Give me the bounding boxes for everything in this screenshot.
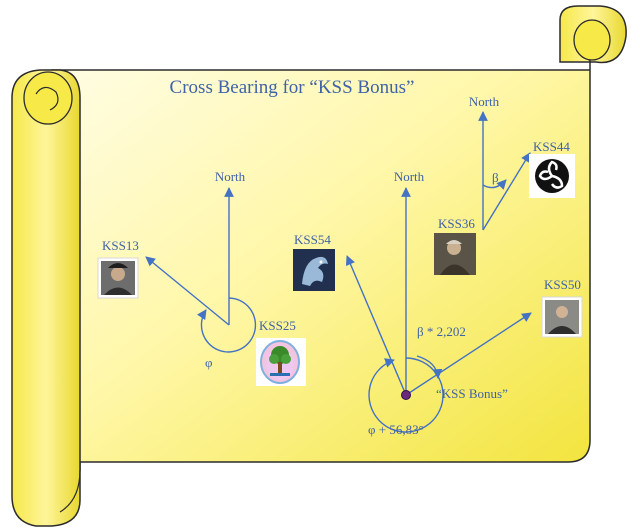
kss36-avatar <box>434 233 476 275</box>
angle-arc-beta-scaled <box>416 355 443 379</box>
phi-expression-label: φ + 56,83° <box>368 422 424 437</box>
kss25-tree-icon <box>256 338 306 386</box>
station-kss-bonus-bearing <box>345 187 532 433</box>
north-label-center: North <box>394 169 425 184</box>
kss50-avatar <box>541 296 583 338</box>
kss-bonus-point <box>401 390 411 400</box>
kss13-label: KSS13 <box>102 238 139 253</box>
north-label-left: North <box>215 169 246 184</box>
diagram-title: Cross Bearing for “KSS Bonus” <box>170 77 415 98</box>
bearing-arrow-kss44 <box>482 152 531 231</box>
kss25-label: KSS25 <box>259 318 296 333</box>
kss54-dragon-icon <box>293 249 335 291</box>
kss-bonus-label: “KSS Bonus” <box>436 386 508 401</box>
kss36-label: KSS36 <box>438 216 475 231</box>
bearing-arrow-kss13 <box>145 256 230 326</box>
station-kss36-bearing <box>478 111 531 231</box>
kss13-avatar <box>97 257 139 299</box>
angle-arc-beta <box>482 179 507 190</box>
kss44-label: KSS44 <box>533 139 570 154</box>
station-kss25-bearing <box>145 187 257 353</box>
beta-expression-label: β * 2,202 <box>417 324 466 339</box>
bearing-arrow-kss50 <box>405 312 532 396</box>
kss54-label: KSS54 <box>294 232 331 247</box>
kss50-label: KSS50 <box>544 277 581 292</box>
angle-arc-phi <box>197 297 257 353</box>
phi-label: φ <box>205 355 213 370</box>
beta-label: β <box>492 170 499 185</box>
north-label-right: North <box>469 94 500 109</box>
kss44-triskelion-icon <box>529 154 575 198</box>
bearing-arrow-kss54 <box>345 255 407 396</box>
